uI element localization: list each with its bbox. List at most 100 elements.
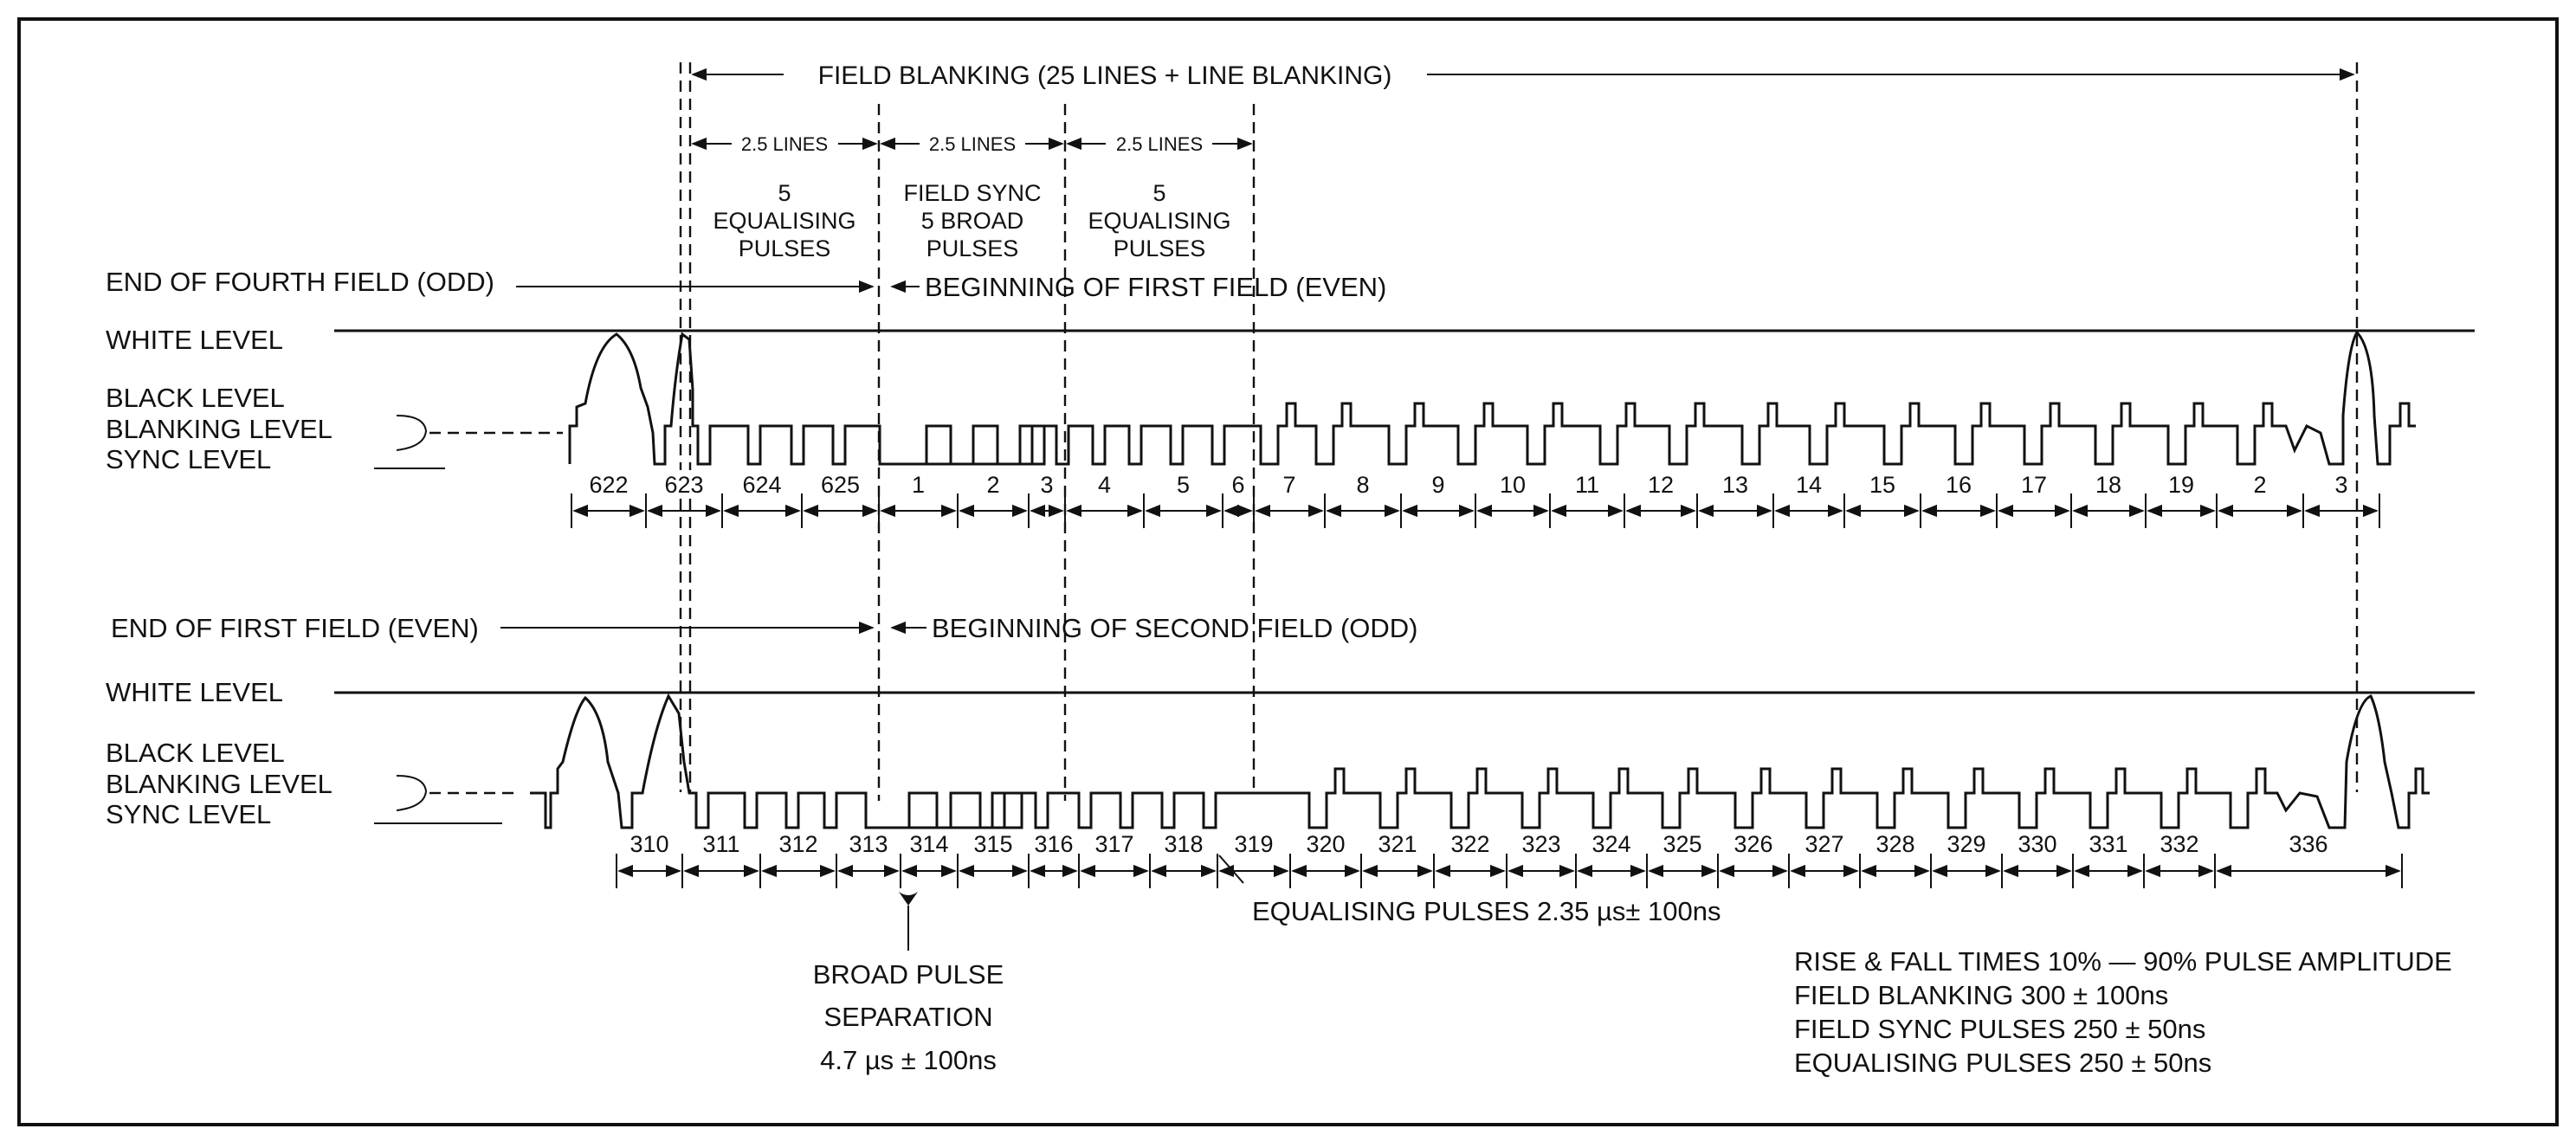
field-blanking-label: FIELD BLANKING (25 LINES + LINE BLANKING… (818, 61, 1392, 90)
begin-first-field-label: BEGINNING OF FIRST FIELD (EVEN) (925, 272, 1386, 302)
line-number-backdrop (584, 470, 633, 496)
level-label-bottom-1: BLACK LEVEL (106, 738, 285, 768)
line-number-label: 2 (2253, 472, 2266, 498)
line-number-backdrop (2155, 829, 2204, 855)
top-waveform-section: WHITE LEVEL BLACK LEVEL BLANKING LEVEL S… (106, 325, 2475, 528)
group-3-line-2: EQUALISING (1088, 208, 1230, 234)
interval-label-3: 2.5 LINES (1116, 133, 1203, 155)
line-number-label: 6 (1231, 472, 1244, 498)
line-number-backdrop (1172, 470, 1194, 496)
line-number-label: 323 (1521, 831, 1560, 857)
line-number-backdrop (1353, 470, 1373, 496)
line-number-label: 4 (1098, 472, 1111, 498)
line-number-label: 319 (1234, 831, 1273, 857)
line-number-label: 317 (1094, 831, 1133, 857)
guide-lines (679, 62, 2359, 801)
group-1-line-1: 5 (778, 180, 791, 206)
end-fourth-field-label: END OF FOURTH FIELD (ODD) (106, 267, 494, 297)
line-number-backdrop (1718, 470, 1753, 496)
line-number-label: 11 (1575, 472, 1599, 498)
line-number-label: 14 (1796, 472, 1822, 498)
group-3-line-3: PULSES (1114, 235, 1206, 261)
line-number-backdrop (1159, 829, 1208, 855)
line-number-backdrop (2284, 829, 2333, 855)
line-number-label: 310 (629, 831, 668, 857)
broad-pulse-label-2: SEPARATION (823, 1002, 992, 1032)
line-number-backdrop (1428, 470, 1449, 496)
line-number-backdrop (969, 829, 1017, 855)
line-number-backdrop (1094, 470, 1115, 496)
line-number-backdrop (2250, 470, 2270, 496)
bottom-waveform (530, 693, 2430, 829)
line-number-backdrop (2331, 470, 2352, 496)
group-3-line-1: 5 (1152, 180, 1165, 206)
line-number-backdrop (1865, 470, 1900, 496)
bottom-waveform-section: WHITE LEVEL BLACK LEVEL BLANKING LEVEL S… (106, 677, 2475, 888)
line-number-label: 5 (1177, 472, 1190, 498)
line-number-label: 321 (1378, 831, 1417, 857)
line-number-backdrop (1517, 829, 1566, 855)
top-transition: END OF FOURTH FIELD (ODD) BEGINNING OF F… (106, 267, 1386, 302)
group-2-line-3: PULSES (926, 235, 1019, 261)
line-number-label: 328 (1876, 831, 1914, 857)
line-number-label: 324 (1591, 831, 1630, 857)
white-level-bottom: WHITE LEVEL (106, 677, 283, 707)
line-number-backdrop (660, 470, 708, 496)
line-number-label: 322 (1450, 831, 1489, 857)
line-number-label: 622 (589, 472, 628, 498)
line-number-backdrop (1941, 470, 1976, 496)
broad-pulse-label-1: BROAD PULSE (813, 959, 1004, 990)
line-number-backdrop (1792, 470, 1826, 496)
line-number-label: 336 (2289, 831, 2327, 857)
line-number-backdrop (738, 470, 786, 496)
line-number-label: 19 (2168, 472, 2194, 498)
level-label-bottom-2: BLANKING LEVEL (106, 769, 332, 799)
line-number-label: 624 (742, 472, 781, 498)
line-number-label: 311 (702, 831, 739, 857)
broad-pulse-label-3: 4.7 µs ± 100ns (820, 1045, 997, 1075)
broad-pulse-pointer-icon (899, 892, 918, 906)
line-number-label: 330 (2018, 831, 2056, 857)
line-number-label: 327 (1804, 831, 1843, 857)
line-number-label: 315 (973, 831, 1012, 857)
line-number-label: 314 (909, 831, 948, 857)
line-number-label: 326 (1733, 831, 1772, 857)
spec-note-2: FIELD BLANKING 300 ± 100ns (1794, 980, 2168, 1010)
line-number-backdrop (844, 829, 893, 855)
line-number-label: 3 (1040, 472, 1053, 498)
top-waveform (568, 330, 2416, 466)
line-number-backdrop (625, 829, 674, 855)
line-number-backdrop (697, 829, 746, 855)
line-number-backdrop (2013, 829, 2062, 855)
line-number-backdrop (907, 470, 929, 496)
level-label-top-1: BLACK LEVEL (106, 383, 285, 413)
annotations: BROAD PULSE SEPARATION 4.7 µs ± 100ns EQ… (813, 855, 2452, 1078)
group-1-line-2: EQUALISING (713, 208, 855, 234)
line-number-label: 18 (2095, 472, 2121, 498)
line-number-backdrop (1301, 829, 1350, 855)
group-2-line-2: 5 BROAD (921, 208, 1024, 234)
end-first-field-label: END OF FIRST FIELD (EVEN) (111, 613, 479, 643)
line-number-backdrop (1658, 829, 1707, 855)
line-number-label: 332 (2160, 831, 2198, 857)
interval-spans: 2.5 LINES 2.5 LINES 2.5 LINES (691, 133, 1253, 155)
spec-note-3: FIELD SYNC PULSES 250 ± 50ns (1794, 1014, 2205, 1044)
line-number-backdrop (1729, 829, 1778, 855)
line-number-backdrop (1942, 829, 1991, 855)
line-number-label: 331 (2089, 831, 2127, 857)
pulse-group-labels: 5 EQUALISING PULSES FIELD SYNC 5 BROAD P… (713, 180, 1230, 261)
field-blanking-span: FIELD BLANKING (25 LINES + LINE BLANKING… (691, 61, 2355, 90)
line-number-backdrop (2017, 470, 2051, 496)
group-2-line-1: FIELD SYNC (903, 180, 1041, 206)
line-number-backdrop (1030, 829, 1078, 855)
line-number-backdrop (1495, 470, 1530, 496)
line-number-backdrop (1871, 829, 1920, 855)
line-number-label: 7 (1282, 472, 1295, 498)
line-number-label: 17 (2021, 472, 2047, 498)
interval-label-2: 2.5 LINES (929, 133, 1016, 155)
line-number-backdrop (1643, 470, 1678, 496)
line-number-backdrop (1279, 470, 1300, 496)
line-number-label: 8 (1356, 472, 1369, 498)
line-number-backdrop (2164, 470, 2198, 496)
